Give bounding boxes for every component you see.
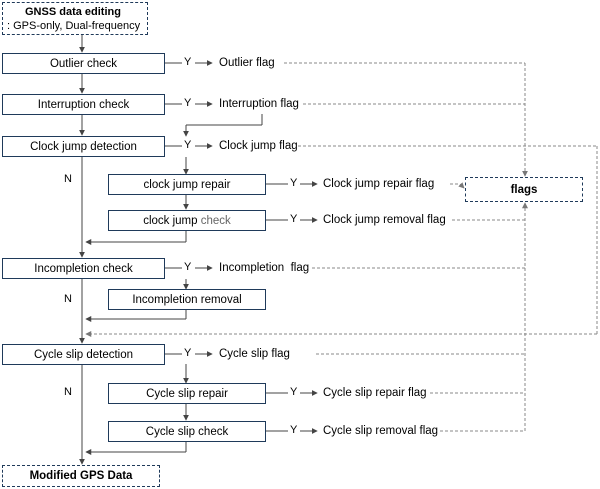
flags-box-label: flags — [510, 183, 538, 196]
cycle-slip-detection-label: Cycle slip detection — [33, 348, 134, 361]
yes-label-cycle-check: Y — [290, 424, 298, 436]
cycle-slip-check-label: Cycle slip check — [145, 425, 229, 438]
no-label-clock-jump: N — [64, 173, 72, 185]
incompletion-check-label: Incompletion check — [34, 262, 133, 275]
clock-jump-flag: Clock jump flag — [219, 140, 298, 152]
interruption-check-box: Interruption check — [2, 94, 165, 115]
incompletion-removal-box: Incompletion removal — [108, 289, 266, 310]
outlier-check-label: Outlier check — [49, 57, 118, 70]
outlier-flag: Outlier flag — [219, 57, 275, 69]
outlier-check-box: Outlier check — [2, 53, 165, 74]
clock-jump-repair-box: clock jump repair — [108, 174, 266, 195]
clock-jump-detection-label: Clock jump detection — [30, 140, 137, 153]
cycle-slip-check-box: Cycle slip check — [108, 421, 266, 442]
cycle-slip-repair-flag: Cycle slip repair flag — [323, 387, 427, 399]
yes-label-clock-check: Y — [290, 213, 298, 225]
start-title: GNSS data editing — [25, 5, 121, 18]
clock-jump-detection-box: Clock jump detection — [2, 136, 165, 157]
yes-label-incompletion: Y — [184, 261, 192, 273]
cycle-slip-repair-label: Cycle slip repair — [146, 387, 228, 400]
yes-label-outlier: Y — [184, 56, 192, 68]
yes-label-clock-repair: Y — [290, 177, 298, 189]
end-node-label: Modified GPS Data — [29, 470, 133, 482]
clock-jump-repair-label: clock jump repair — [143, 178, 231, 191]
yes-label-interruption: Y — [184, 97, 192, 109]
clock-jump-check-label-a: clock jump — [143, 214, 201, 227]
yes-label-cycle-slip: Y — [184, 347, 192, 359]
clock-jump-repair-flag: Clock jump repair flag — [323, 178, 435, 190]
flags-box: flags — [465, 177, 583, 202]
start-subtitle: : GPS-only, Dual-frequency — [7, 19, 141, 32]
incompletion-check-box: Incompletion check — [2, 258, 165, 279]
cycle-slip-flag: Cycle slip flag — [219, 348, 290, 360]
no-label-incompletion: N — [64, 293, 72, 305]
yes-label-clock-jump: Y — [184, 139, 192, 151]
cycle-slip-removal-flag: Cycle slip removal flag — [323, 425, 439, 437]
cycle-slip-detection-box: Cycle slip detection — [2, 344, 165, 365]
incompletion-removal-label: Incompletion removal — [132, 293, 242, 306]
clock-jump-check-label-b: check — [200, 214, 231, 227]
start-node: GNSS data editing : GPS-only, Dual-frequ… — [2, 2, 148, 35]
interruption-flag: Interruption flag — [219, 98, 299, 110]
clock-jump-check-box: clock jump check — [108, 210, 266, 231]
clock-jump-removal-flag: Clock jump removal flag — [323, 214, 446, 226]
no-label-cycle-slip: N — [64, 386, 72, 398]
incompletion-flag: Incompletion flag — [219, 262, 310, 274]
cycle-slip-repair-box: Cycle slip repair — [108, 383, 266, 404]
interruption-check-label: Interruption check — [37, 98, 130, 111]
end-node: Modified GPS Data — [2, 465, 160, 487]
yes-label-cycle-repair: Y — [290, 386, 298, 398]
